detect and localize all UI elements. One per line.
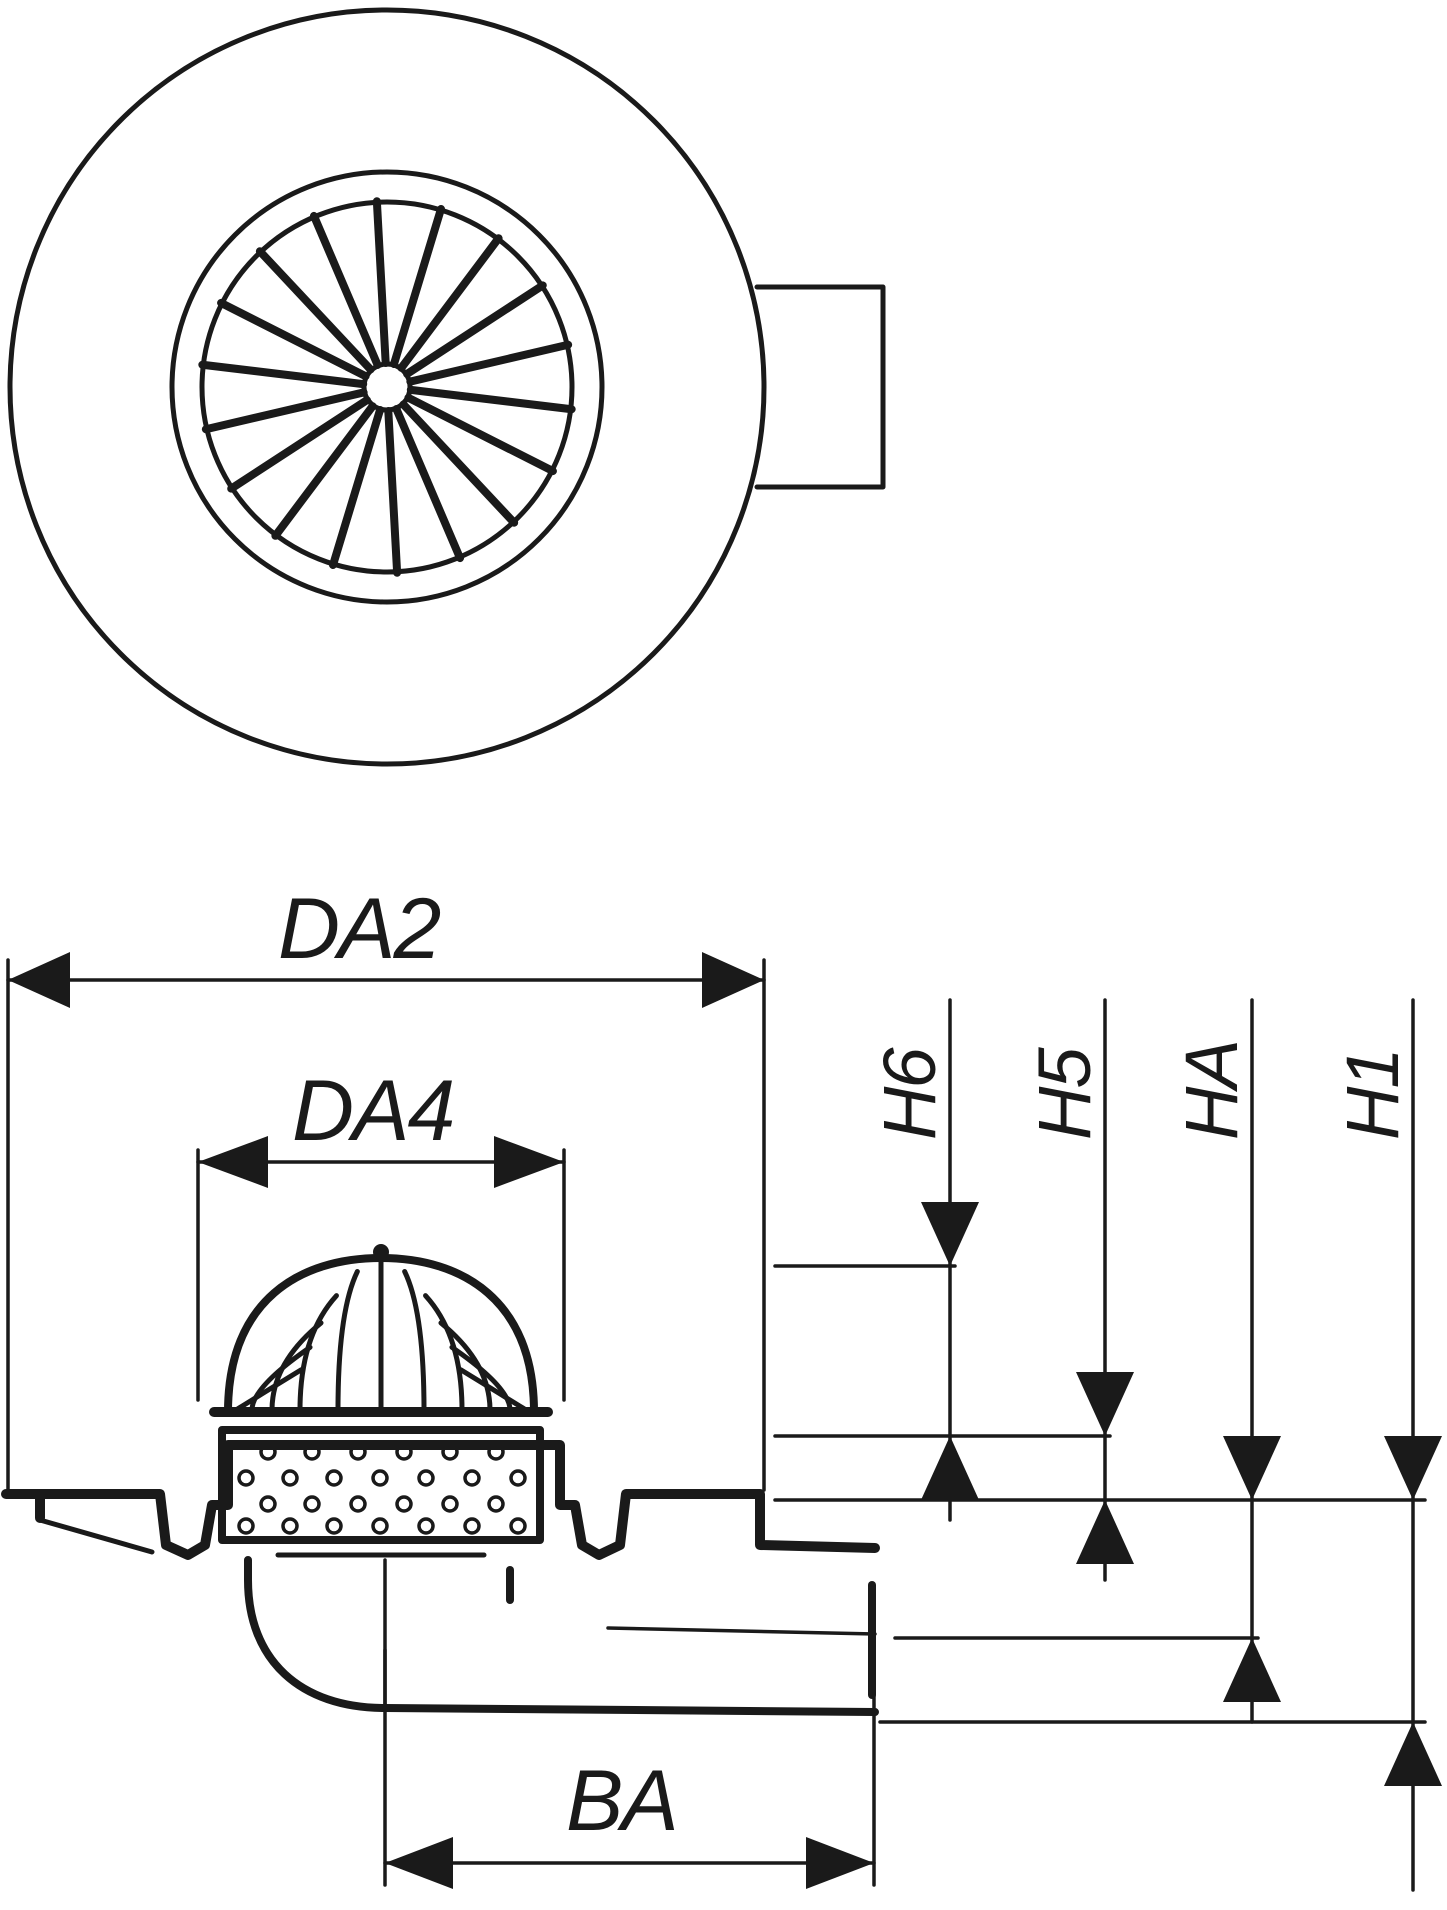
strainer-hole — [487, 1443, 505, 1461]
da4-arrow-left — [198, 1136, 268, 1188]
strainer-hole — [463, 1469, 481, 1487]
strainer-hole — [509, 1469, 527, 1487]
h5-arrow-bottom — [1076, 1500, 1134, 1564]
strainer-hole — [349, 1495, 367, 1513]
label-da2: DA2 — [278, 881, 440, 977]
strainer-hole — [237, 1517, 255, 1535]
top-view — [7, 7, 886, 767]
label-ha: HA — [1170, 1041, 1253, 1140]
strainer-hole — [303, 1495, 321, 1513]
grate-spoke — [227, 396, 371, 493]
dome-rib — [402, 1268, 427, 1413]
strainer-hole — [395, 1495, 413, 1513]
strainer-hole — [281, 1469, 299, 1487]
grate-spoke — [329, 405, 385, 569]
ha-arrow-top — [1223, 1436, 1281, 1500]
h1-arrow-top — [1384, 1436, 1442, 1500]
strainer-hole — [303, 1443, 321, 1461]
dome-rib — [449, 1344, 513, 1413]
dome-rib — [249, 1344, 313, 1413]
h6-arrow-top — [921, 1202, 979, 1266]
grate-spoke — [271, 402, 377, 540]
grate-spoke — [198, 360, 368, 389]
outlet-pipe-axis — [606, 1626, 877, 1636]
h5-arrow-top — [1076, 1372, 1134, 1436]
strainer-hole — [371, 1517, 389, 1535]
grate-spoke — [404, 393, 557, 476]
dome-top-knob — [373, 1244, 389, 1260]
dome-rib — [423, 1293, 465, 1413]
drain-flange-outline — [5, 1440, 880, 1560]
da4-arrow-right — [494, 1136, 564, 1188]
dome-rib — [297, 1293, 339, 1413]
dome-rib — [233, 1367, 304, 1413]
flange-outer-circle — [7, 7, 767, 767]
strainer-hole — [487, 1495, 505, 1513]
strainer-hole — [371, 1469, 389, 1487]
flange-left-lip — [1, 1489, 45, 1523]
strainer-hole — [325, 1469, 343, 1487]
grate-spoke — [406, 340, 573, 386]
grate-spoke — [217, 298, 370, 381]
strainer-hole — [259, 1443, 277, 1461]
label-h5: H5 — [1023, 1047, 1106, 1140]
strainer-hole — [417, 1517, 435, 1535]
ha-arrow-bottom — [1223, 1638, 1281, 1702]
grate-spoke — [392, 405, 465, 563]
grate-spoke — [255, 247, 375, 374]
strainer-hole — [259, 1495, 277, 1513]
strainer-hole — [349, 1443, 367, 1461]
ba-arrow-left — [385, 1837, 453, 1889]
side-view — [1, 952, 1442, 1892]
da2-arrow-left — [8, 952, 70, 1008]
strainer-hole — [509, 1517, 527, 1535]
grate-spoke — [201, 388, 368, 434]
grate-spoke — [309, 211, 382, 369]
grate-spoke — [384, 406, 402, 577]
ba-arrow-right — [806, 1837, 874, 1889]
label-h1: H1 — [1331, 1049, 1414, 1140]
grate-spoke — [399, 400, 519, 527]
strainer-hole — [441, 1443, 459, 1461]
label-da4: DA4 — [292, 1063, 453, 1159]
grate-spoke — [397, 234, 503, 372]
strainer-hole — [395, 1443, 413, 1461]
strainer-basket — [218, 1426, 544, 1544]
dome-rib — [458, 1367, 529, 1413]
strainer-hole — [441, 1495, 459, 1513]
h1-arrow-bottom — [1384, 1722, 1442, 1786]
grate-outer-ring — [169, 169, 605, 605]
grate-spoke — [406, 385, 576, 414]
grate-spokes — [198, 197, 576, 577]
label-ba: BA — [566, 1753, 677, 1849]
grate-spoke — [372, 197, 390, 368]
strainer-hole — [281, 1517, 299, 1535]
outlet-pipe-bottom — [244, 1556, 879, 1716]
outlet-stub — [754, 284, 886, 490]
strainer-hole — [463, 1517, 481, 1535]
da2-arrow-right — [702, 952, 764, 1008]
strainer-hole — [237, 1469, 255, 1487]
strainer-holes — [237, 1443, 527, 1535]
strainer-hole — [417, 1469, 435, 1487]
grate-spoke — [389, 205, 445, 369]
label-h6: H6 — [868, 1047, 951, 1140]
grate-inner-ring — [199, 199, 575, 575]
flange-taper-line — [37, 1517, 155, 1555]
grate-spoke — [403, 281, 547, 378]
h6-arrow-bottom — [921, 1436, 979, 1500]
grate-hub — [361, 361, 413, 413]
dome-rib — [335, 1268, 360, 1413]
strainer-hole — [325, 1517, 343, 1535]
dimension-labels: DA2 DA4 BA H6 H5 HA H1 — [278, 881, 1414, 1849]
